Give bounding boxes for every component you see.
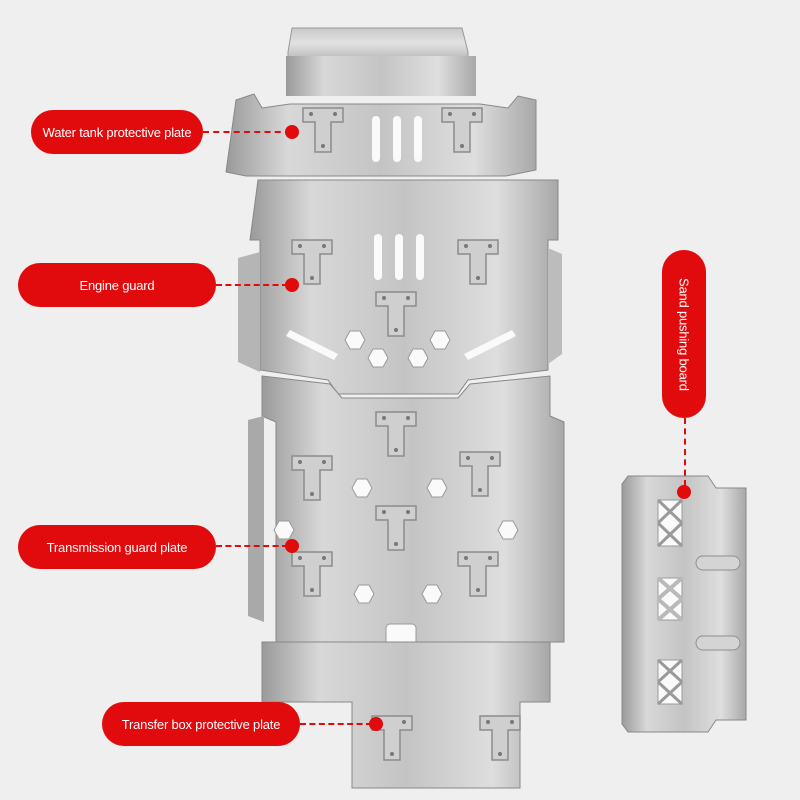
engine-guard-marker bbox=[285, 278, 299, 292]
sand-pushing-label: Sand pushing board bbox=[662, 250, 706, 418]
water-tank-leader bbox=[203, 131, 291, 133]
water-tank-plate bbox=[225, 27, 537, 177]
transfer-box-label: Transfer box protective plate bbox=[102, 702, 300, 746]
engine-guard-leader bbox=[216, 284, 288, 286]
transmission-label: Transmission guard plate bbox=[18, 525, 216, 569]
transmission-marker bbox=[285, 539, 299, 553]
transfer-box-marker bbox=[369, 717, 383, 731]
transfer-box-leader bbox=[300, 723, 372, 725]
engine-guard-plate bbox=[238, 179, 562, 395]
sand-pushing-board bbox=[621, 475, 747, 733]
transfer-box-plate bbox=[261, 641, 551, 789]
sand-pushing-marker bbox=[677, 485, 691, 499]
sand-pushing-leader bbox=[684, 418, 686, 486]
engine-guard-label: Engine guard bbox=[18, 263, 216, 307]
transmission-guard-plate bbox=[248, 375, 565, 655]
transmission-leader bbox=[216, 545, 288, 547]
water-tank-marker bbox=[285, 125, 299, 139]
water-tank-label: Water tank protective plate bbox=[31, 110, 203, 154]
